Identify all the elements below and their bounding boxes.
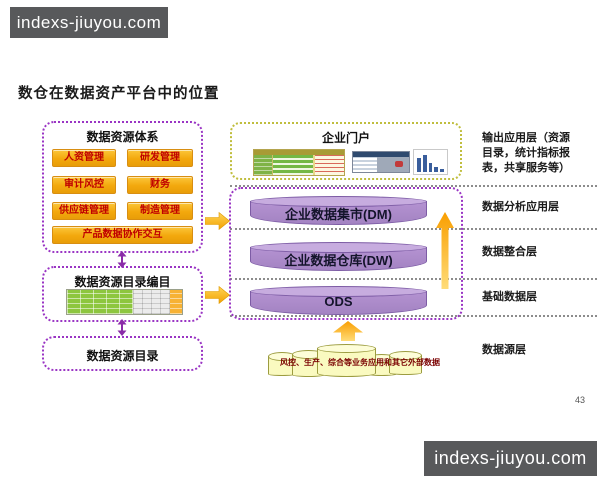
arrow-right-icon	[205, 212, 230, 230]
catalog-box: 数据资源目录	[42, 336, 203, 371]
portal-gantt-thumbnail	[352, 151, 410, 173]
cylinder-label: 企业数据仓库(DW)	[284, 253, 393, 268]
catalog-title: 数据资源目录	[86, 349, 159, 363]
layer-divider-line	[230, 278, 597, 280]
portal-dashboard-thumbnail	[253, 149, 345, 176]
thumbnail-body	[353, 157, 409, 172]
module-button-supplychain: 供应链管理	[52, 202, 116, 220]
layer-divider-line	[230, 185, 597, 187]
thumbnail-panel	[312, 155, 344, 175]
arrow-updown-icon	[117, 319, 127, 336]
cylinder-label: 企业数据集市(DM)	[285, 207, 392, 222]
cylinder-ods: ODS	[250, 286, 427, 315]
cataloging-title: 数据资源目录编目	[74, 275, 171, 289]
chart-bar	[422, 155, 427, 172]
watermark-top: indexs-jiuyou.com	[10, 7, 168, 38]
chart-bar	[440, 169, 444, 172]
thumbnail-panel	[376, 157, 409, 172]
page-number: 43	[575, 395, 586, 405]
chart-bar	[428, 163, 433, 172]
module-button-manufacturing: 制造管理	[127, 202, 193, 220]
cylinder-top	[250, 242, 427, 253]
source-database-cylinder	[317, 344, 376, 377]
chart-bar	[417, 158, 421, 172]
arrow-up-icon	[333, 321, 363, 341]
layer-divider-line	[230, 315, 597, 317]
resource-system-title: 数据资源体系	[86, 130, 159, 144]
cylinder-top	[317, 344, 376, 353]
cylinder-top	[250, 196, 427, 207]
spreadsheet-orange-area	[170, 290, 182, 314]
source-database-cylinder	[389, 351, 422, 375]
cylinder-top	[389, 351, 422, 360]
chart-bar	[434, 167, 439, 172]
module-button-finance: 财务	[127, 176, 193, 194]
layer-label-basedata: 基础数据层	[482, 291, 537, 303]
cylinder-label: ODS	[324, 294, 353, 309]
data-sources-label: 风控、生产、综合等业务应用和其它外部数据	[280, 358, 440, 367]
arrow-updown-icon	[117, 251, 127, 268]
layer-label-output: 输出应用层（资源目录，统计指标报表，共享服务等）	[482, 132, 570, 174]
watermark-bottom: indexs-jiuyou.com	[424, 441, 597, 476]
cylinder-dw: 企业数据仓库(DW)	[250, 242, 427, 271]
module-button-audit: 审计风控	[52, 176, 116, 194]
portal-chart-thumbnail	[413, 149, 448, 175]
catalog-spreadsheet-thumbnail	[66, 289, 183, 315]
layer-divider-line	[230, 228, 597, 230]
spreadsheet-gray-area	[132, 290, 171, 314]
thumbnail-header	[254, 150, 344, 155]
layer-label-integration: 数据整合层	[482, 246, 537, 258]
module-button-hr: 人资管理	[52, 149, 116, 167]
thumbnail-header	[353, 152, 409, 157]
thumbnail-body	[254, 155, 344, 175]
layer-label-source: 数据源层	[482, 344, 526, 356]
spreadsheet-green-area	[67, 290, 133, 314]
module-button-product-data: 产品数据协作交互	[52, 226, 193, 244]
watermark-text: indexs-jiuyou.com	[434, 448, 587, 468]
warehouse-box	[229, 187, 463, 320]
portal-title: 企业门户	[321, 131, 370, 145]
cylinder-dm: 企业数据集市(DM)	[250, 196, 427, 225]
module-button-rd: 研发管理	[127, 149, 193, 167]
layer-label-analysis: 数据分析应用层	[482, 201, 559, 213]
thumbnail-panel	[272, 155, 313, 175]
page-title: 数仓在数据资产平台中的位置	[18, 86, 220, 102]
cylinder-top	[250, 286, 427, 297]
thumbnail-panel	[353, 157, 377, 172]
thumbnail-panel	[254, 155, 272, 175]
arrow-up-icon	[436, 212, 454, 289]
watermark-text: indexs-jiuyou.com	[16, 12, 162, 32]
arrow-right-icon	[205, 286, 230, 304]
cylinder-body	[389, 355, 422, 375]
